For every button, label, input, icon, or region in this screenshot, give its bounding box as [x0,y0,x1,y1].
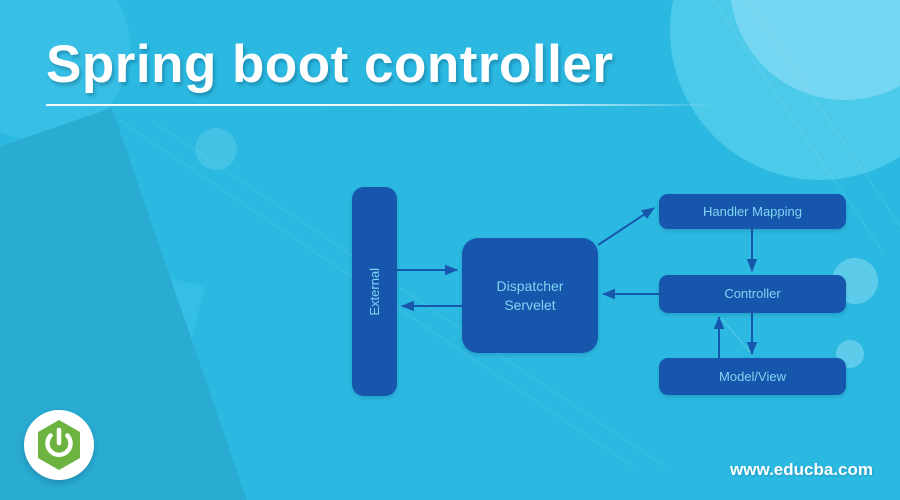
power-icon-arc [45,433,73,458]
diagram-node-model-view-label: Model/View [719,368,786,384]
page-title: Spring boot controller [46,35,614,94]
dispatcher-line-1: Dispatcher [496,277,564,294]
diagram-node-external[interactable]: External [352,187,397,396]
diagram-node-external-label: External [366,267,382,316]
site-url: www.educba.com [730,460,873,479]
spring-boot-logo [24,410,94,480]
diagram-node-controller-label: Controller [724,286,781,302]
decor-diagonal-hint [720,317,751,353]
diagram-node-controller[interactable]: Controller [659,275,846,313]
title-underline [46,104,718,106]
edge-dispatcher-to-handler [597,207,655,246]
diagram-node-dispatcher-servelet[interactable]: Dispatcher Servelet [462,238,598,353]
decor-dot-3 [195,128,237,170]
spring-boot-leaf-icon [38,420,80,470]
diagram-node-dispatcher-label: Dispatcher Servelet [497,277,564,315]
diagram-node-handler-mapping[interactable]: Handler Mapping [659,194,846,229]
diagram-node-model-view[interactable]: Model/View [659,358,846,395]
diagram-node-handler-mapping-label: Handler Mapping [702,203,802,219]
dispatcher-line-2: Servelet [504,296,556,313]
